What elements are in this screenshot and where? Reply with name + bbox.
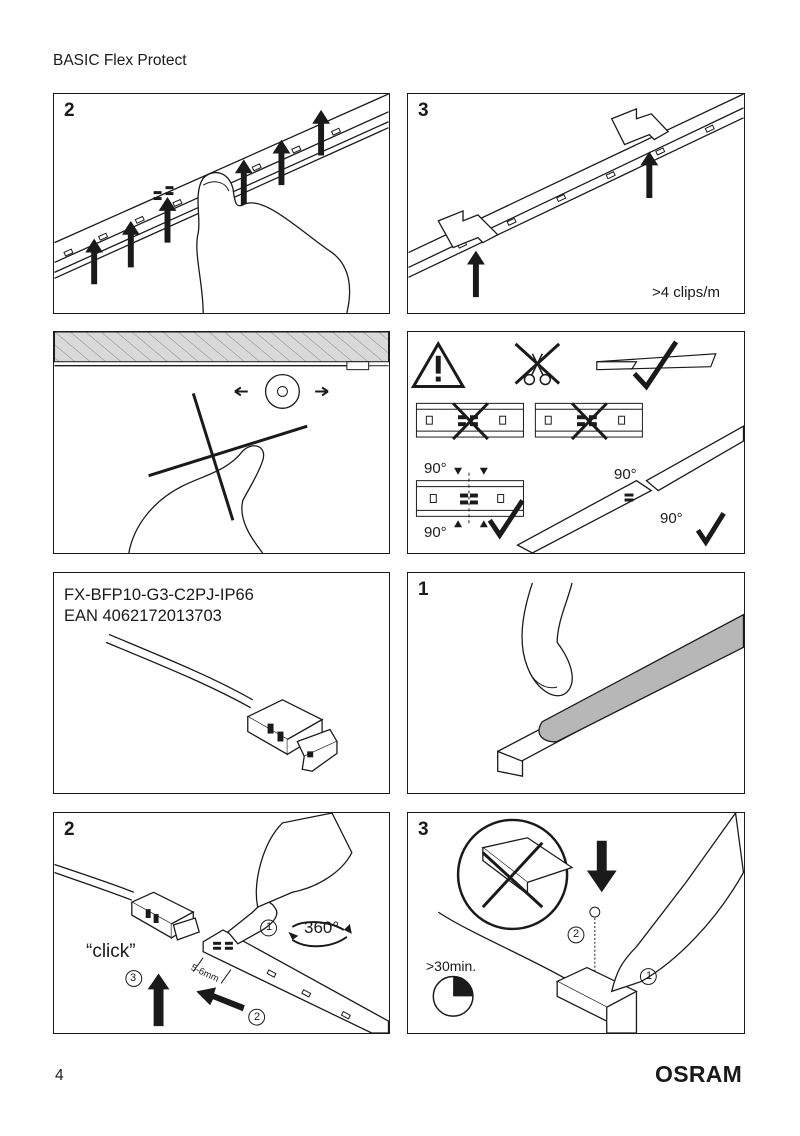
- angle-label: 90°: [614, 466, 637, 483]
- clock-icon: [432, 975, 474, 1017]
- cross-icon: [148, 393, 308, 521]
- step-number: 2: [64, 819, 75, 840]
- mounting-clips-illustration: [408, 94, 744, 298]
- panel-cutting-rules: 90° 90° 90° 90°: [407, 331, 745, 554]
- checkmark-icon: [632, 340, 679, 391]
- warning-icon: [410, 340, 466, 388]
- panel-step-2-insert-connector: 2 “click” 360° 5-6mm 1 2 3: [53, 812, 390, 1034]
- press-arrow-icon: [85, 109, 331, 285]
- angle-label: 90°: [424, 524, 447, 541]
- step-number: 3: [418, 100, 429, 121]
- ean-number: EAN 4062172013703: [64, 607, 222, 625]
- step-number: 3: [418, 819, 429, 840]
- peel-adhesive-tape-illustration: [496, 582, 744, 777]
- panel-step-3-clips: 3 >4 clips/m: [407, 93, 745, 314]
- step-circle-label: 1: [266, 921, 273, 933]
- click-label: “click”: [86, 941, 136, 962]
- step-number: 1: [418, 579, 429, 600]
- panel-step-3-seal-connector: 3 >30min. 2 1: [407, 812, 745, 1034]
- step-circle-label: 1: [646, 970, 653, 982]
- arrow-right-icon: [315, 386, 329, 397]
- arrow-left-icon: [234, 386, 248, 397]
- push-arrow-icon: [466, 151, 659, 298]
- cross-icon: [452, 402, 608, 441]
- connector-illustration: [105, 633, 338, 772]
- angle-label: 90°: [424, 460, 447, 477]
- page-number: 4: [55, 1067, 64, 1084]
- panel-step-2-press-strip: 2: [53, 93, 390, 314]
- clips-per-meter-note: >4 clips/m: [652, 284, 720, 301]
- no-pull-from-reel-illustration: [54, 332, 389, 553]
- panel-step-1-peel-tape: 1: [407, 572, 745, 794]
- brand-logo: OSRAM: [655, 1061, 743, 1087]
- step-circle-label: 2: [573, 928, 580, 940]
- press-strip-illustration: [54, 94, 389, 313]
- sealant-drop-icon: [589, 906, 601, 918]
- insert-connector-illustration: [54, 813, 389, 1033]
- seal-connector-illustration: [432, 813, 744, 1033]
- panel-connector-product: FX-BFP10-G3-C2PJ-IP66 EAN 4062172013703: [53, 572, 390, 794]
- rotate-icon: [291, 921, 345, 931]
- arrow-down-icon: [586, 840, 617, 893]
- scissors-icon: [523, 353, 551, 386]
- step-circle-label: 2: [254, 1011, 261, 1023]
- cutting-rules-illustration: [410, 340, 744, 553]
- step-circle-1: [260, 919, 277, 937]
- step-circle-label: 3: [130, 972, 137, 984]
- cross-icon: [481, 841, 544, 909]
- rotation-label: 360°: [304, 918, 340, 937]
- document-title: BASIC Flex Protect: [53, 52, 187, 69]
- connector-icon: [246, 699, 338, 772]
- connector-icon: [555, 966, 638, 1008]
- connector-icon: [130, 891, 200, 941]
- cure-time-label: >30min.: [426, 958, 477, 974]
- arrow-diagonal-icon: [196, 987, 245, 1012]
- product-code: FX-BFP10-G3-C2PJ-IP66: [64, 586, 254, 604]
- knife-icon: [596, 353, 717, 371]
- angle-label: 90°: [660, 510, 683, 527]
- step-number: 2: [64, 100, 75, 121]
- panel-no-reel-pull: [53, 331, 390, 554]
- checkmark-icon: [695, 512, 726, 547]
- arrow-up-icon: [147, 973, 170, 1027]
- checkmark-icon: [487, 499, 525, 540]
- clip-icon: [437, 107, 670, 249]
- adhesive-tape: [538, 613, 744, 743]
